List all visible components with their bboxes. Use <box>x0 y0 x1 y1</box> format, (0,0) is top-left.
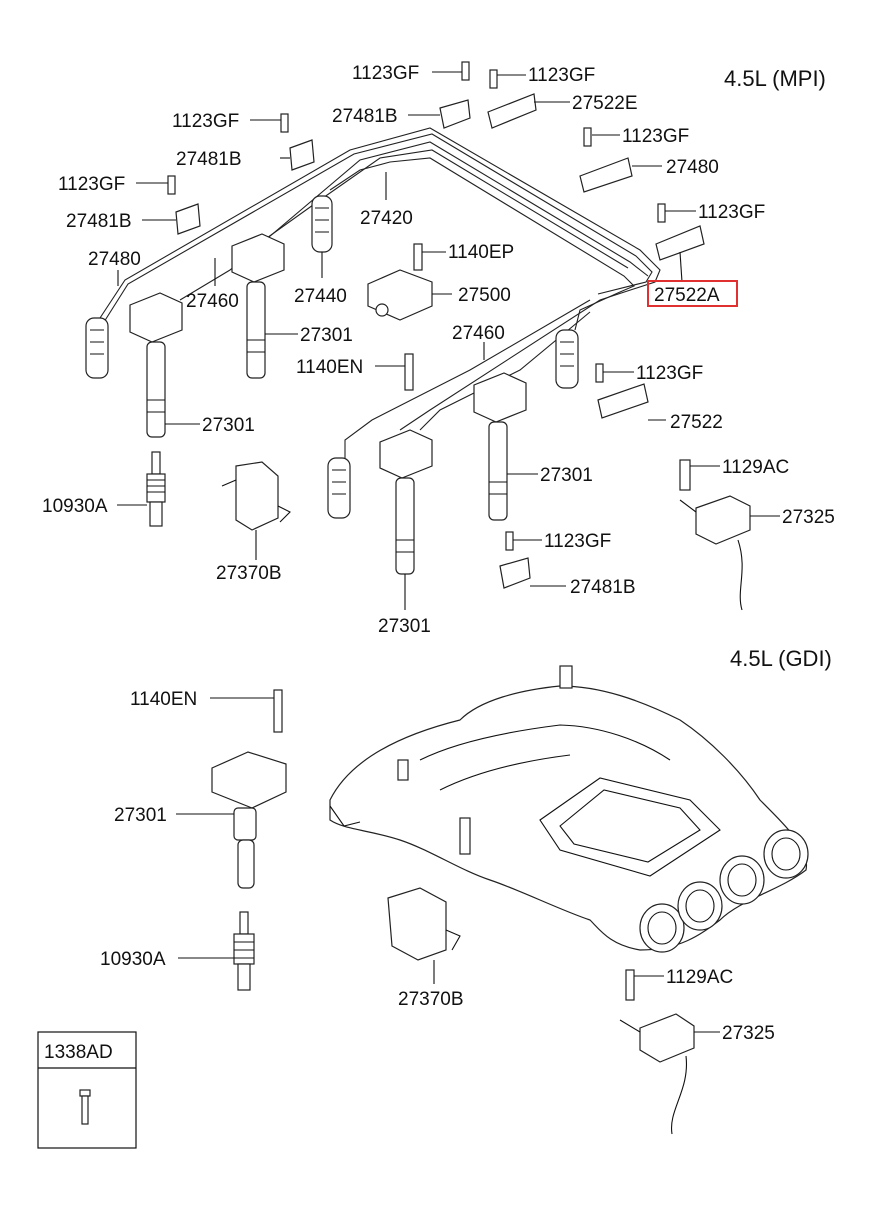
bolt-1140ep <box>413 243 423 271</box>
intake-manifold <box>329 665 809 953</box>
ignition-coil-gdi <box>211 751 287 889</box>
label-27301: 27301 <box>300 325 353 346</box>
label-1123gf: 1123GF <box>622 126 689 147</box>
label-27460: 27460 <box>452 323 505 344</box>
label-1123gf: 1123GF <box>636 363 703 384</box>
label-1123gf: 1123GF <box>544 531 611 552</box>
label-27480: 27480 <box>666 157 719 178</box>
bolt-1123gf-d <box>583 127 592 147</box>
label-27480: 27480 <box>88 249 141 270</box>
section-title-mpi: 4.5L (MPI) <box>724 66 826 91</box>
label-27522: 27522 <box>670 412 723 433</box>
label-27325: 27325 <box>782 507 835 528</box>
label-27370b: 27370B <box>216 563 282 584</box>
ignition-coil-c <box>473 372 527 521</box>
label-27460: 27460 <box>186 291 239 312</box>
bolt-1123gf-e <box>167 175 176 195</box>
label-27481b: 27481B <box>570 577 636 598</box>
plug-boot-right <box>555 329 579 389</box>
bolt-1123gf-h <box>505 531 514 551</box>
label-1140en: 1140EN <box>296 357 363 378</box>
ignition-coil-b <box>231 233 285 379</box>
wire-clip-27522 <box>597 383 649 419</box>
label-27301: 27301 <box>540 465 593 486</box>
wire-clip-27522e <box>487 93 537 129</box>
label-27481b: 27481B <box>332 106 398 127</box>
label-1140ep: 1140EP <box>448 242 514 263</box>
spark-plug-gdi <box>233 911 255 991</box>
bolt-1123gf-a <box>461 61 470 81</box>
leader-lines-mpi <box>117 71 780 610</box>
spark-plug-mpi <box>146 451 166 527</box>
label-1123gf: 1123GF <box>58 174 125 195</box>
label-27370b: 27370B <box>398 989 464 1010</box>
label-1123gf: 1123GF <box>698 202 765 223</box>
ignition-coil-a <box>129 292 183 438</box>
ignition-module-mpi <box>221 461 291 531</box>
plug-boot-left <box>85 317 109 379</box>
label-1129ac: 1129AC <box>722 457 789 478</box>
label-27301: 27301 <box>114 805 167 826</box>
crank-sensor-gdi <box>619 1013 695 1135</box>
wire-clip-27481b-d <box>499 557 531 589</box>
label-27500: 27500 <box>458 285 511 306</box>
label-27420: 27420 <box>360 208 413 229</box>
label-27325: 27325 <box>722 1023 775 1044</box>
wire-clip-27522a <box>655 225 705 261</box>
bolt-1123gf-f <box>657 203 666 223</box>
label-1140en: 1140EN <box>130 689 197 710</box>
legend-box-label: 1338AD <box>44 1042 113 1063</box>
legend-box-1338ad: 1338AD <box>37 1031 137 1149</box>
label-1123gf: 1123GF <box>352 63 419 84</box>
label-27481b: 27481B <box>66 211 132 232</box>
label-27522e: 27522E <box>572 93 638 114</box>
leader-lines-gdi <box>176 697 720 1033</box>
bolt-1338ad-icon <box>79 1089 91 1125</box>
plug-boot-front <box>327 457 351 519</box>
label-10930a: 10930A <box>42 496 108 517</box>
bolt-1123gf-g <box>595 363 604 383</box>
bolt-1123gf-c <box>280 113 289 133</box>
label-27440: 27440 <box>294 286 347 307</box>
ignition-module-gdi <box>387 887 461 961</box>
bolt-1123gf-b <box>489 69 498 89</box>
highlight-box-27522a <box>647 280 738 307</box>
knock-sensor <box>367 269 433 321</box>
bolt-1140en-gdi <box>273 689 283 733</box>
bolt-1140en-mpi <box>404 353 414 391</box>
wire-clip-27481b-a <box>439 99 471 129</box>
section-title-gdi: 4.5L (GDI) <box>730 646 832 671</box>
wire-clip-27481b-b <box>289 139 315 171</box>
plug-boot-center <box>311 195 333 253</box>
wire-clip-27480-a <box>579 157 633 193</box>
crank-sensor-mpi <box>679 459 751 611</box>
label-27301: 27301 <box>378 616 431 637</box>
label-10930a: 10930A <box>100 949 166 970</box>
label-1123gf: 1123GF <box>172 111 239 132</box>
label-1129ac: 1129AC <box>666 967 733 988</box>
bolt-1129ac-gdi <box>625 969 635 1001</box>
wire-clip-27481b-c <box>175 203 201 235</box>
label-27522a-highlighted: 27522A <box>654 285 720 306</box>
label-27481b: 27481B <box>176 149 242 170</box>
part-labels: 1123GF 1123GF 27522E 27481B 1123GF 1123G… <box>42 63 835 1044</box>
label-27301: 27301 <box>202 415 255 436</box>
ignition-coil-d <box>379 429 433 575</box>
ignition-wire-harness <box>99 127 661 460</box>
label-1123gf: 1123GF <box>528 65 595 86</box>
